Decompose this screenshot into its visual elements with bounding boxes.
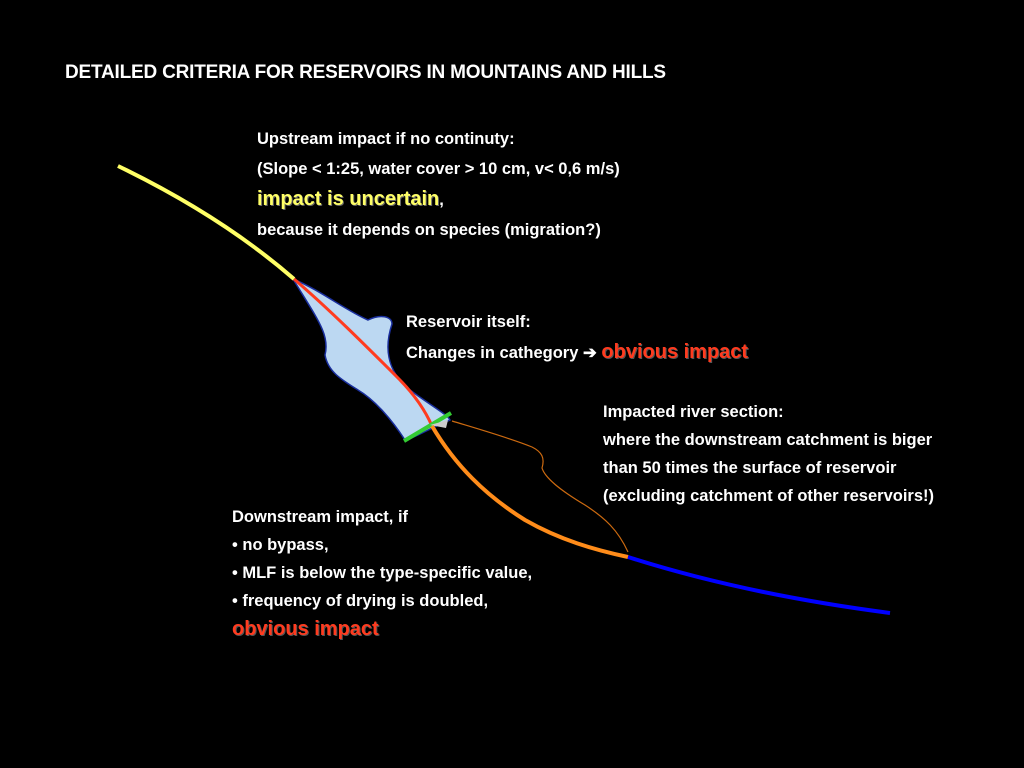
impacted-line-2: where the downstream catchment is biger: [603, 431, 933, 449]
page-title: DETAILED CRITERIA FOR RESERVOIRS IN MOUN…: [65, 62, 666, 83]
reservoir-highlight: obvious impact: [601, 341, 749, 363]
downstream-bullet-3: • frequency of drying is doubled,: [232, 592, 489, 610]
dam-outlet: [430, 420, 448, 428]
impacted-river-segment: [430, 424, 629, 559]
reservoir-line-2: Changes in cathegory ➔ obvious impact: [406, 337, 748, 368]
upstream-line-1: Upstream impact if no continuty:: [257, 130, 515, 148]
impacted-line-4: (excluding catchment of other reservoirs…: [603, 487, 934, 505]
downstream-text: Downstream impact, if • no bypass, • MLF…: [232, 503, 532, 643]
impacted-section-text: Impacted river section: where the downst…: [603, 398, 934, 510]
upstream-highlight: impact is uncertain: [257, 188, 440, 210]
downstream-bullet-2: • MLF is below the type-specific value,: [232, 564, 533, 582]
arrow-right-icon: ➔: [582, 344, 597, 362]
impacted-section-brace: [451, 420, 629, 553]
reservoir-line-1: Reservoir itself:: [406, 313, 531, 331]
impacted-line-1: Impacted river section:: [603, 403, 784, 421]
downstream-bullet-1: • no bypass,: [232, 536, 329, 554]
dam-line: [402, 411, 453, 443]
downstream-line-1: Downstream impact, if: [232, 508, 409, 526]
reservoir-text: Reservoir itself: Changes in cathegory ➔…: [406, 307, 748, 368]
downstream-river-segment: [627, 555, 891, 615]
upstream-line-3: impact is uncertain,: [257, 184, 620, 215]
reservoir-shape: [291, 277, 451, 441]
downstream-highlight: obvious impact: [232, 618, 379, 640]
upstream-text: Upstream impact if no continuty: (Slope …: [257, 124, 620, 245]
reservoir-river-segment: [293, 277, 434, 427]
upstream-line-2: (Slope < 1:25, water cover > 10 cm, v< 0…: [257, 160, 620, 178]
reservoir-line-2-text: Changes in cathegory: [406, 344, 583, 362]
upstream-highlight-suffix: ,: [439, 191, 444, 209]
impacted-line-3: than 50 times the surface of reservoir: [603, 459, 897, 477]
upstream-river-segment: [117, 164, 296, 281]
upstream-line-4: because it depends on species (migration…: [257, 221, 601, 239]
